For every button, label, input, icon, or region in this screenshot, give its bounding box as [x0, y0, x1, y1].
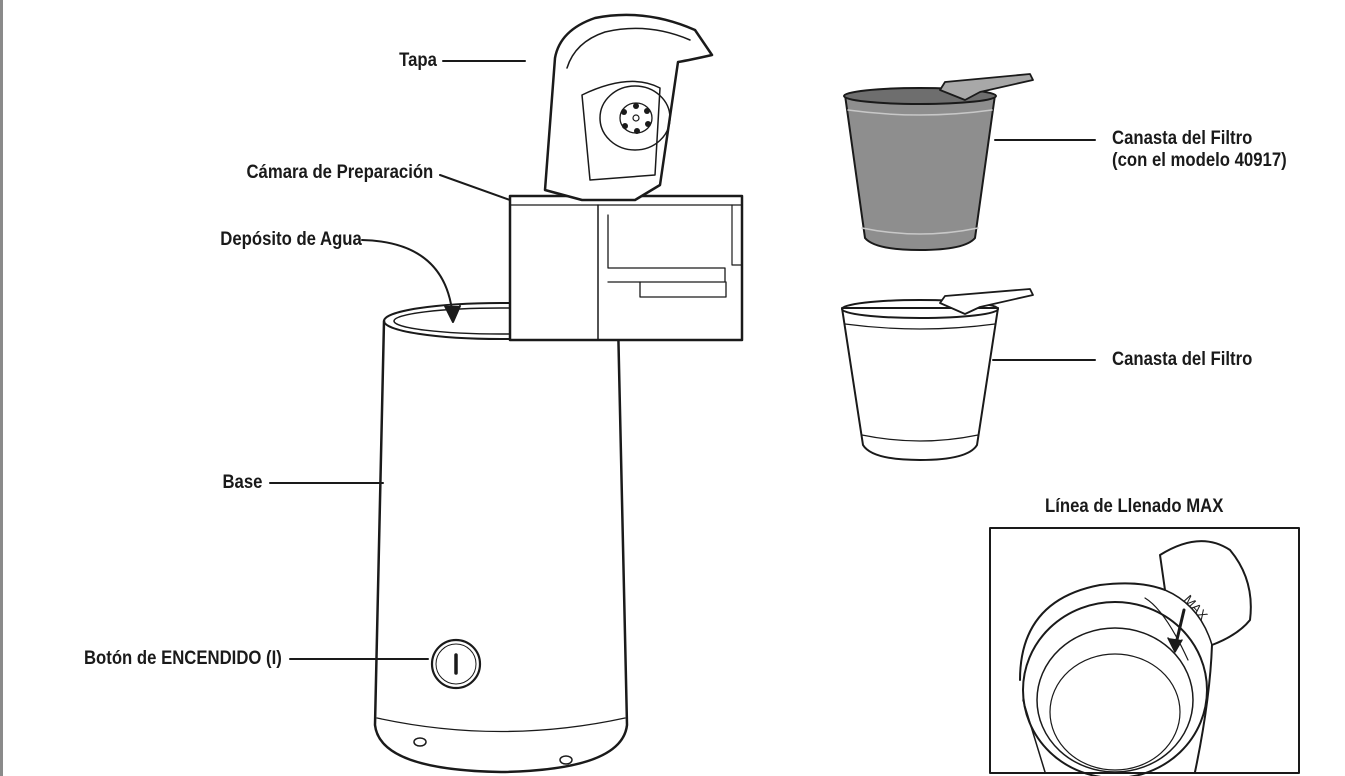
- brew-chamber: [510, 196, 742, 340]
- label-max-fill-line: Línea de Llenado MAX: [1045, 496, 1223, 518]
- max-fill-inset: [990, 528, 1299, 776]
- label-deposito-agua: Depósito de Agua: [220, 229, 362, 251]
- label-canasta-filtro: Canasta del Filtro: [1112, 349, 1252, 371]
- label-canasta-filtro-modelo-line2: (con el modelo 40917): [1112, 150, 1287, 172]
- power-button-icon: [432, 640, 480, 688]
- lid: [545, 15, 712, 200]
- label-canasta-filtro-modelo-line1: Canasta del Filtro: [1112, 128, 1252, 150]
- label-camara-preparacion: Cámara de Preparación: [246, 162, 433, 184]
- camara-leader: [440, 175, 510, 200]
- filter-basket: [842, 289, 1033, 460]
- label-tapa: Tapa: [399, 50, 437, 72]
- deposito-leader: [362, 240, 453, 320]
- filter-basket-model: [844, 74, 1033, 250]
- coffee-maker-base: [375, 303, 627, 772]
- label-base: Base: [222, 472, 262, 494]
- label-boton-encendido: Botón de ENCENDIDO (I): [84, 648, 282, 670]
